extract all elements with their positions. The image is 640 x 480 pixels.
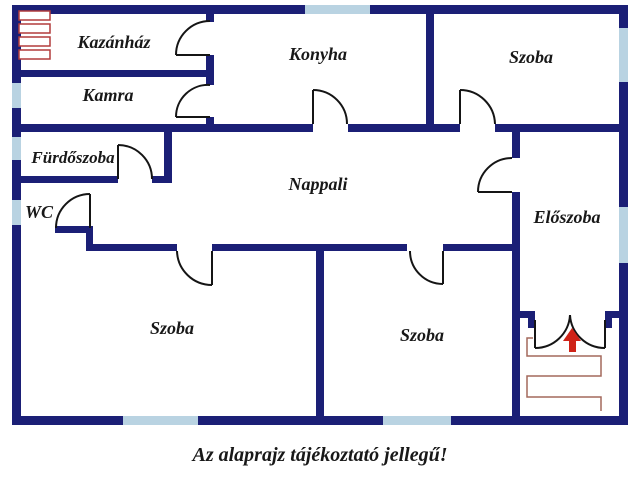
room-label-wc: WC [25, 202, 54, 222]
door-arc-kazanhaz [175, 20, 211, 56]
wall-eloszoba-left-upper [512, 132, 520, 158]
room-label-kazanhaz: Kazánház [76, 32, 150, 52]
window-szoba-top-right [619, 28, 628, 82]
wall-kazanhaz-bottom [20, 70, 206, 77]
wall-eloszoba-left-lower [512, 192, 520, 424]
window-kamra [12, 83, 21, 108]
room-label-szoba-bottom-middle: Szoba [400, 325, 444, 345]
door-arc-szoba-bottom-middle [409, 250, 444, 285]
wall-mid-lower-b [212, 244, 407, 251]
wall-wc-stub [86, 233, 93, 251]
door-arc-furdoszoba [117, 144, 153, 180]
door-arc-szoba-bottom-left [176, 250, 213, 286]
room-label-szoba-bottom-left: Szoba [150, 318, 194, 338]
radiator-bar [18, 23, 51, 34]
wall-bottom-rooms-divider [316, 251, 324, 416]
wall-furdoszoba-bottom-a [12, 176, 118, 183]
wall-mid-lower-c [443, 244, 520, 251]
windows [12, 5, 628, 425]
radiator-bar [18, 36, 51, 47]
door-arc-eloszoba [477, 157, 513, 193]
door-arc-entry-left [534, 314, 571, 350]
doors [55, 20, 606, 350]
window-wc [12, 200, 21, 225]
wall-wc-step [55, 226, 93, 233]
room-label-nappali: Nappali [287, 174, 347, 194]
wall-segment [206, 14, 214, 22]
entrance-arrow-up-icon [563, 328, 581, 352]
radiator-symbol [18, 10, 51, 60]
door-arc-konyha [312, 89, 348, 125]
wall-entry-jamb-left [528, 318, 535, 328]
room-label-kamra: Kamra [81, 85, 133, 105]
radiator-bar [18, 49, 51, 60]
wall-konyha-szoba-divider [426, 14, 434, 124]
door-arc-szoba-top-right [459, 89, 496, 125]
window-eloszoba [619, 207, 628, 263]
window-szoba-bottom-left [123, 416, 198, 425]
room-label-konyha: Konyha [288, 44, 347, 64]
arrow-head [563, 328, 581, 341]
door-arc-kamra [174, 83, 211, 118]
window-konyha [305, 5, 370, 14]
wall-furdoszoba-right [164, 132, 172, 183]
wall-entry-a [520, 311, 535, 318]
wall-segment [206, 55, 214, 85]
radiator-bar [18, 10, 51, 21]
entrance-steps-symbol [526, 337, 602, 411]
wall-mid-upper-a [12, 124, 313, 132]
wall-outer-bottom [12, 416, 628, 425]
wall-mid-upper-b [348, 124, 460, 132]
wall-entry-jamb-right [605, 318, 612, 328]
door-arc-wc [55, 193, 91, 229]
wall-mid-upper-c [495, 124, 628, 132]
room-label-szoba-top-right: Szoba [509, 47, 553, 67]
wall-furdoszoba-bottom-b [152, 176, 172, 183]
room-labels: Kazánház Kamra Konyha Szoba Fürdőszoba W… [25, 32, 601, 345]
window-szoba-bottom-middle [383, 416, 451, 425]
arrow-shaft [569, 339, 576, 352]
wall-mid-lower-a [86, 244, 177, 251]
room-label-eloszoba: Előszoba [532, 207, 600, 227]
plan-disclaimer-caption: Az alaprajz tájékoztató jellegű! [192, 444, 448, 466]
wall-entry-b [605, 311, 628, 318]
room-label-furdoszoba: Fürdőszoba [30, 148, 115, 167]
door-arc-entry-right [569, 314, 606, 350]
window-furdoszoba [12, 137, 21, 160]
